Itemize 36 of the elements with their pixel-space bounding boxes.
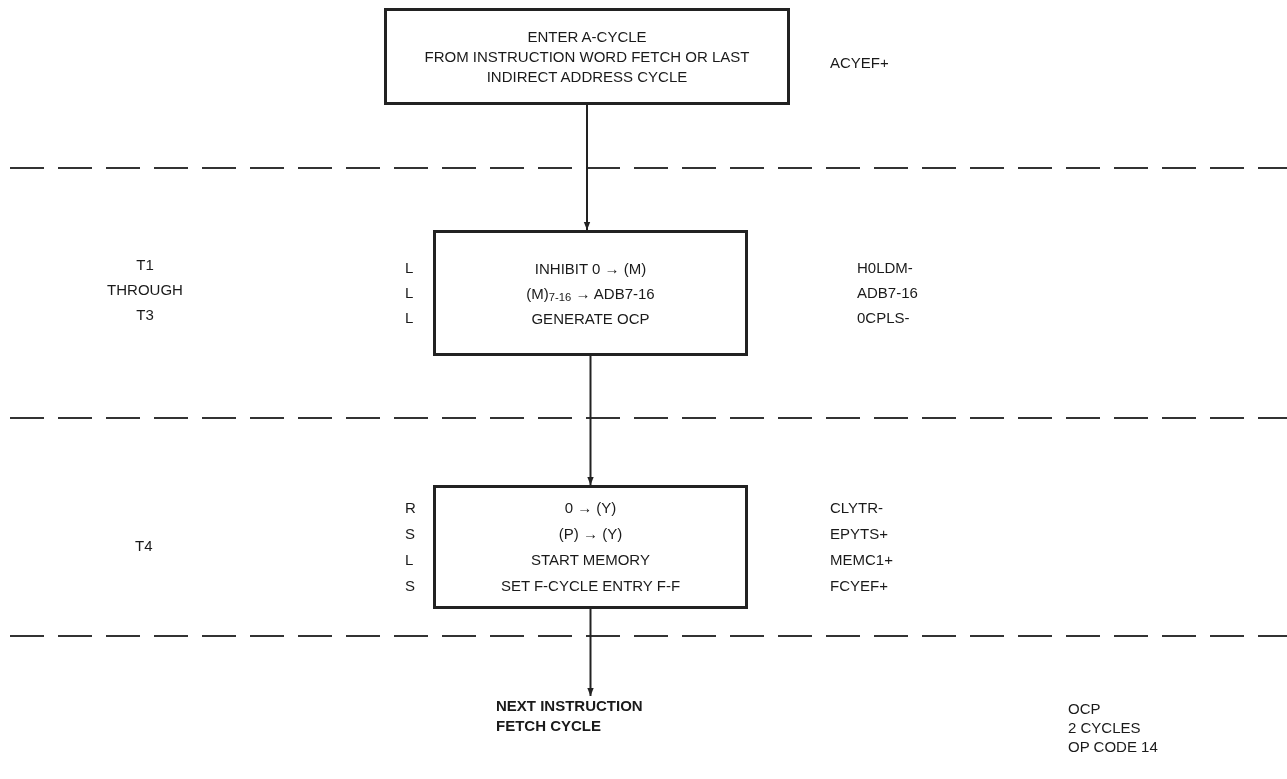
step-text: INHIBIT 0 → (M) bbox=[534, 258, 647, 279]
step-text: 0 → (Y) bbox=[564, 498, 617, 518]
process-box bbox=[433, 485, 748, 609]
signal-type-letter: L bbox=[405, 550, 415, 570]
signal-name: H0LDM- bbox=[857, 258, 914, 278]
note-text: OCP bbox=[1068, 699, 1102, 719]
arrow bbox=[583, 104, 591, 231]
signal-name: 0CPLS- bbox=[857, 308, 911, 328]
signal-name: EPYTS+ bbox=[830, 524, 889, 544]
signal-name: MEMC1+ bbox=[830, 550, 894, 570]
signal-type-letter: L bbox=[405, 258, 415, 278]
step-text: START MEMORY bbox=[531, 550, 650, 570]
signal-type-letter: R bbox=[405, 498, 417, 518]
signal-name: FCYEF+ bbox=[830, 576, 889, 596]
process-box bbox=[433, 230, 748, 356]
signal-name: ADB7-16 bbox=[857, 283, 919, 303]
signal-type-letter: L bbox=[405, 283, 415, 303]
step-text: GENERATE OCP bbox=[531, 308, 650, 329]
note-text: OP CODE 14 bbox=[1068, 737, 1159, 757]
step-text: ENTER A-CYCLE bbox=[527, 26, 647, 47]
signal-name: CLYTR- bbox=[830, 498, 885, 518]
terminal-text: NEXT INSTRUCTION FETCH CYCLE bbox=[496, 696, 686, 744]
process-box bbox=[384, 8, 790, 105]
note-text: T1 THROUGH T3 bbox=[106, 255, 184, 325]
step-text: FROM INSTRUCTION WORD FETCH OR LAST INDIRECT ADDRESS CYCLE bbox=[423, 46, 751, 87]
arrow bbox=[587, 608, 594, 697]
signal-type-letter: S bbox=[405, 524, 416, 544]
note-text: 2 CYCLES bbox=[1068, 718, 1142, 738]
step-text: (M)$_{7-16}$ → ADB7-16 bbox=[526, 283, 655, 306]
signal-type-letter: L bbox=[405, 308, 415, 328]
note-text: ACYEF+ bbox=[830, 53, 890, 73]
signal-type-letter: S bbox=[405, 576, 416, 596]
step-text: SET F-CYCLE ENTRY F-F bbox=[500, 576, 681, 596]
note-text: T4 bbox=[135, 536, 154, 556]
step-text: (P) → (Y) bbox=[558, 524, 623, 544]
arrow bbox=[587, 355, 594, 486]
